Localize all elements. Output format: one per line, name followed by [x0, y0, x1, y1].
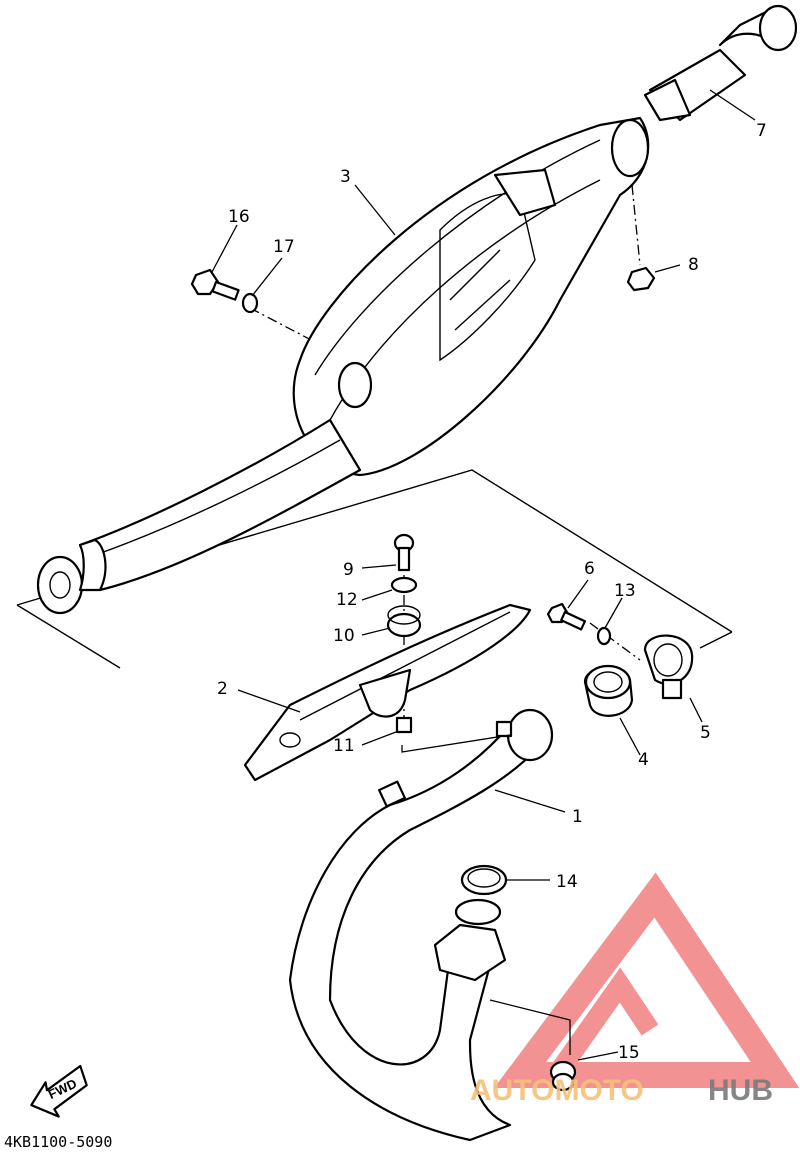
- callout-labels: 3 16 17 7 8 9 12 10 11 2 6 13 5 4 1 14 1…: [217, 121, 767, 1063]
- spark-arrestor: [643, 4, 798, 122]
- callout-14: 14: [556, 872, 578, 892]
- watermark-hub: HUB: [708, 1074, 773, 1107]
- grommet-10: [386, 605, 422, 638]
- callout-4: 4: [638, 750, 649, 770]
- callout-11: 11: [333, 736, 355, 756]
- drawing-code: 4KB1100-5090: [4, 1133, 112, 1151]
- callout-16: 16: [228, 207, 250, 227]
- callout-2: 2: [217, 679, 228, 699]
- washer-12: [390, 576, 418, 594]
- bolt-9: [393, 533, 415, 572]
- nut-11: [395, 716, 413, 734]
- gasket-14: [460, 864, 508, 896]
- watermark-automoto: AUTOMOTO: [470, 1074, 644, 1107]
- callout-9: 9: [343, 560, 354, 580]
- callout-3: 3: [340, 167, 351, 187]
- washer-17: [241, 292, 259, 314]
- nut-8: [626, 266, 656, 292]
- callout-1: 1: [572, 807, 583, 827]
- watermark-logo: [494, 872, 800, 1088]
- callout-10: 10: [333, 626, 355, 646]
- bolt-6: [546, 602, 587, 631]
- callout-5: 5: [700, 723, 711, 743]
- washer-13: [596, 626, 612, 646]
- nut-15: [549, 1060, 577, 1092]
- fwd-arrow-icon: FWD: [30, 1064, 88, 1118]
- watermark-text: AUTOMOTO HUB: [470, 1074, 773, 1107]
- callout-15: 15: [618, 1043, 640, 1063]
- callout-12: 12: [336, 590, 358, 610]
- bracket: [243, 603, 532, 782]
- clamp-5: [643, 634, 694, 700]
- callout-17: 17: [273, 237, 295, 257]
- bolt-16: [190, 268, 240, 301]
- muffler: [36, 116, 650, 615]
- callout-8: 8: [688, 255, 699, 275]
- leader-lines: [211, 89, 756, 1061]
- gasket-4: [583, 664, 634, 717]
- callout-7: 7: [756, 121, 767, 141]
- callout-13: 13: [614, 581, 636, 601]
- exhaust-pipe: [288, 708, 554, 1142]
- callout-6: 6: [584, 559, 595, 579]
